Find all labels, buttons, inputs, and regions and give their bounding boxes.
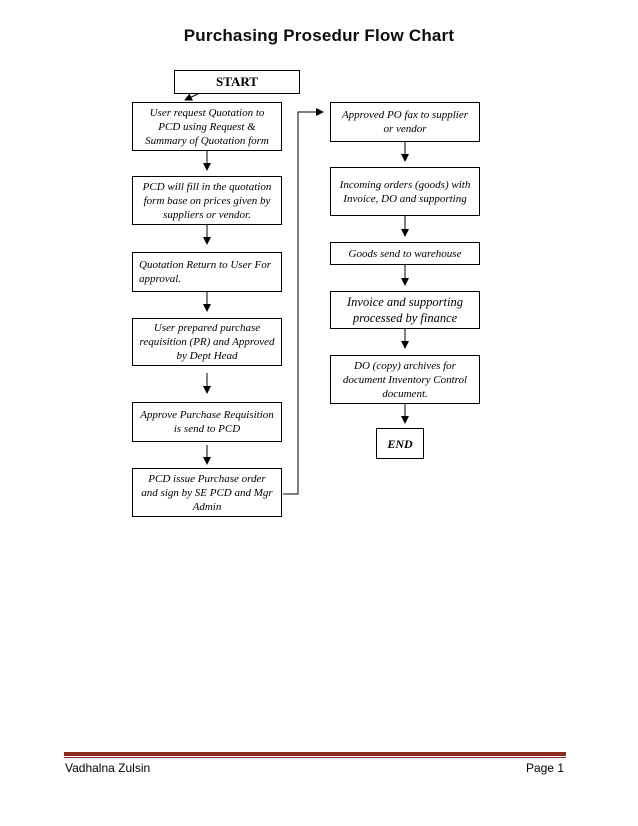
end-node: END xyxy=(376,428,424,459)
footer-rule xyxy=(64,752,566,756)
footer-rule-thin xyxy=(64,757,566,758)
step-do-archives: DO (copy) archives for document Inventor… xyxy=(330,355,480,404)
footer-page-number: Page 1 xyxy=(525,761,564,775)
step-pcd-fill-quotation: PCD will fill in the quotation form base… xyxy=(132,176,282,225)
step-goods-warehouse: Goods send to warehouse xyxy=(330,242,480,265)
start-node: START xyxy=(174,70,300,94)
step-request-quotation: User request Quotation to PCD using Requ… xyxy=(132,102,282,151)
arrow-left-to-right xyxy=(283,108,324,495)
chart-title: Purchasing Prosedur Flow Chart xyxy=(183,26,455,45)
step-invoice-finance: Invoice and supporting processed by fina… xyxy=(330,291,480,329)
step-po-fax: Approved PO fax to supplier or vendor xyxy=(330,102,480,142)
step-approve-pr: Approve Purchase Requisition is send to … xyxy=(132,402,282,442)
step-incoming-orders: Incoming orders (goods) with Invoice, DO… xyxy=(330,167,480,216)
step-issue-po: PCD issue Purchase order and sign by SE … xyxy=(132,468,282,517)
footer-author: Vadhalna Zulsin xyxy=(65,761,151,775)
arrow-start-to-step1 xyxy=(184,92,201,101)
step-user-prepare-pr: User prepared purchase requisition (PR) … xyxy=(132,318,282,366)
step-quotation-return: Quotation Return to User For approval. xyxy=(132,252,282,292)
